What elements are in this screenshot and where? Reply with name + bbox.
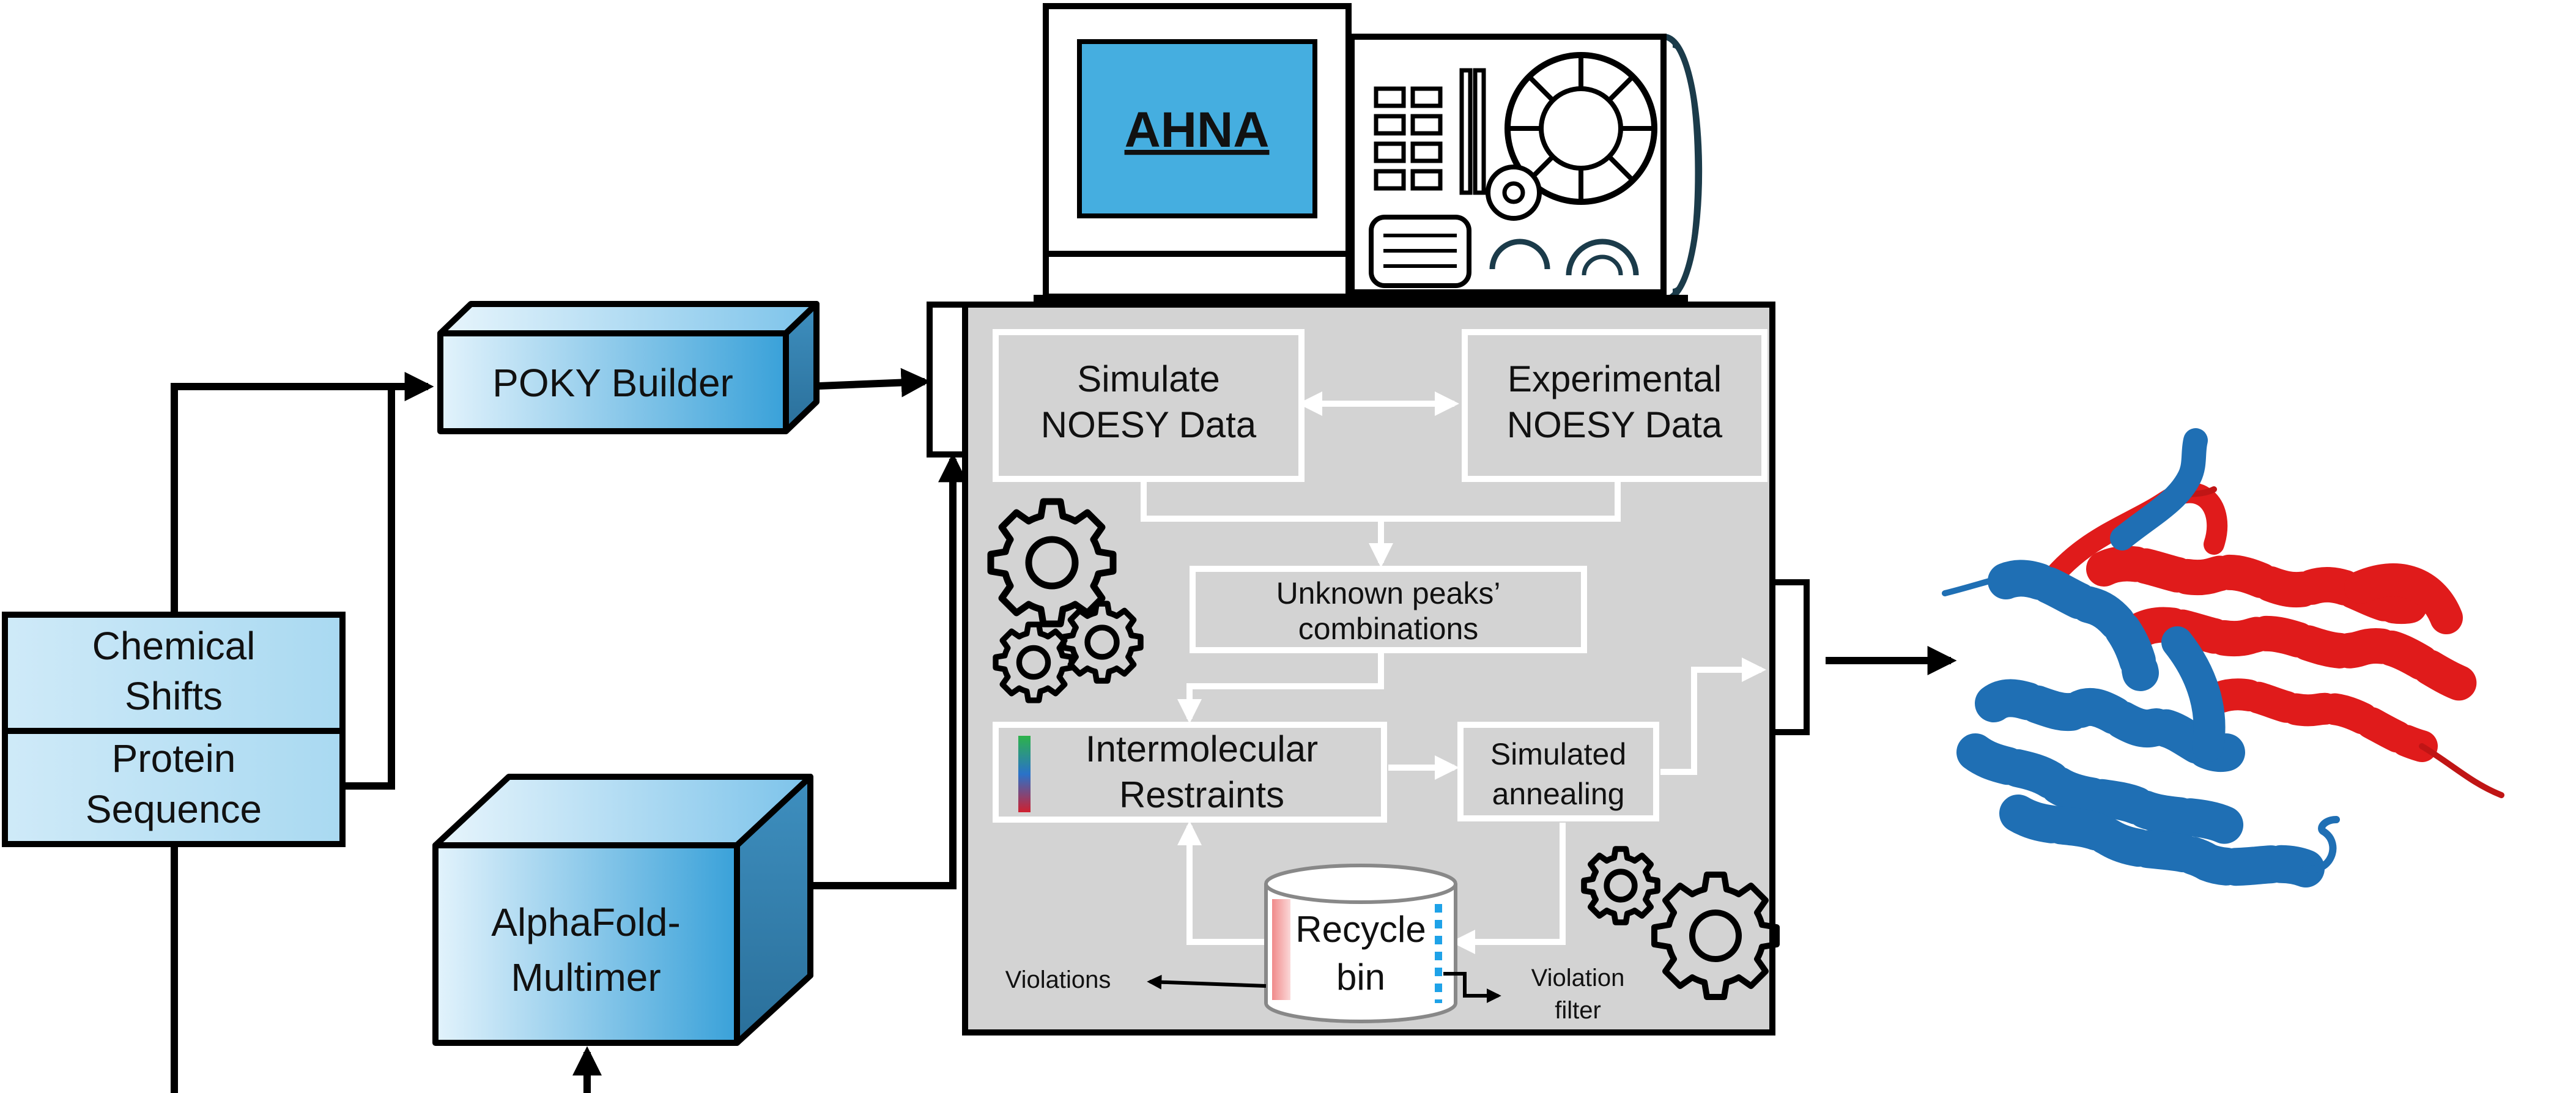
output-port — [1769, 579, 1810, 735]
chain-blue — [1942, 428, 2340, 887]
poky-builder-label: POKY Builder — [492, 361, 733, 405]
recycle-label-2: bin — [1336, 957, 1385, 998]
input-connectors — [171, 368, 1957, 1093]
chemical-shifts-label-1: Chemical — [92, 624, 256, 668]
simulated-annealing-box: Simulated annealing — [1457, 722, 1659, 821]
recycle-label-1: Recycle — [1295, 909, 1426, 950]
nmr-spectrometer-icon — [1349, 34, 1703, 303]
input-port — [927, 302, 968, 458]
input-box: Chemical Shifts Protein Sequence — [2, 612, 346, 847]
experimental-label-1: Experimental — [1508, 358, 1722, 399]
restraint-color-bar — [1018, 736, 1031, 812]
simulate-noesy-box: Simulate NOESY Data — [993, 329, 1305, 482]
protein-complex-structure — [1942, 428, 2504, 887]
intermolecular-label-2: Restraints — [1119, 774, 1284, 815]
unknown-peaks-label-1: Unknown peaks’ — [1276, 576, 1501, 610]
alphafold-label-1: AlphaFold- — [491, 900, 681, 944]
recycle-bin-cylinder: Recycle bin — [1264, 864, 1457, 1023]
annealing-label-2: annealing — [1492, 777, 1625, 811]
unknown-peaks-label-2: combinations — [1298, 612, 1479, 646]
protein-sequence-label-2: Sequence — [86, 787, 262, 831]
intermolecular-restraints-box: Intermolecular Restraints — [993, 722, 1387, 823]
protein-sequence-label-1: Protein — [112, 736, 236, 780]
simulate-label-1: Simulate — [1077, 358, 1220, 399]
poky-builder-box: POKY Builder — [437, 301, 820, 434]
experimental-noesy-box: Experimental NOESY Data — [1462, 329, 1767, 482]
experimental-label-2: NOESY Data — [1507, 404, 1723, 445]
unknown-peaks-box: Unknown peaks’ combinations — [1190, 566, 1587, 653]
ahna-computer-monitor: AHNA — [1043, 3, 1352, 300]
intermolecular-label-1: Intermolecular — [1086, 728, 1318, 769]
alphafold-multimer-box: AlphaFold- Multimer — [432, 774, 813, 1046]
pipeline-connectors — [1141, 391, 1766, 954]
chemical-shifts-label-2: Shifts — [125, 674, 223, 718]
alphafold-label-2: Multimer — [511, 955, 661, 999]
violation-filter-label-1: Violation — [1531, 965, 1625, 991]
violation-filter-label-2: filter — [1555, 997, 1601, 1024]
ahna-screen-title: AHNA — [1125, 102, 1270, 158]
violation-arrows — [1147, 972, 1501, 1003]
annealing-label-1: Simulated — [1490, 737, 1626, 771]
simulate-label-2: NOESY Data — [1041, 404, 1257, 445]
violations-label: Violations — [1005, 966, 1111, 993]
